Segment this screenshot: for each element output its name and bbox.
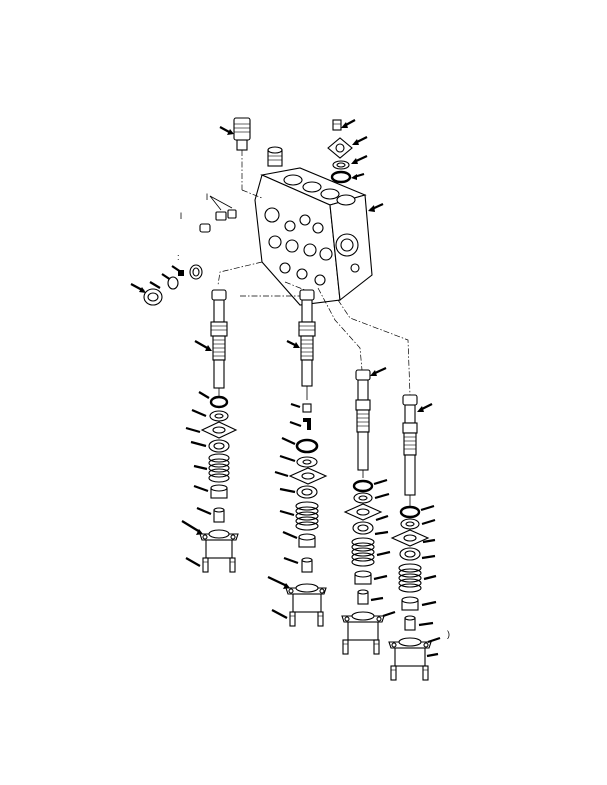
callout-arrow	[289, 420, 302, 428]
callout-arrow	[267, 576, 288, 587]
spool-2-clip	[303, 418, 311, 430]
spool-2-washer	[296, 456, 318, 468]
plug-oring	[178, 270, 184, 276]
relief-valve	[233, 117, 263, 199]
spool-3-cap	[341, 611, 385, 641]
plug-washer	[167, 276, 179, 290]
callout-arrow	[370, 596, 384, 602]
callout-arrow	[373, 574, 388, 581]
spool-4-retainer	[399, 547, 421, 561]
spool-4-plate	[390, 529, 430, 547]
spool-2-retainer	[296, 485, 318, 499]
spool-2	[298, 289, 316, 400]
callout-mark: :	[177, 252, 180, 262]
spool-1-seal	[209, 395, 229, 409]
callout-arrow	[193, 464, 208, 471]
callout-arrow	[198, 391, 210, 399]
callout-arrow	[281, 437, 296, 445]
spool-1-plate	[200, 421, 238, 439]
callout-arrow	[190, 440, 207, 448]
check-valve-plug	[199, 223, 211, 233]
callout-arrow	[271, 609, 288, 619]
spool-3	[355, 369, 371, 478]
spool-3-retainer	[352, 521, 374, 535]
callout-arrow	[185, 557, 201, 567]
cover-oring	[332, 160, 350, 170]
callout-arrow	[374, 492, 390, 500]
valve-body	[254, 167, 373, 306]
cover-plate	[327, 137, 353, 159]
spool-4	[402, 394, 418, 506]
callout-mark: )	[447, 629, 450, 639]
spool-2-spacer	[298, 533, 316, 548]
check-valve-fittings	[209, 195, 237, 221]
callout-arrow	[373, 478, 388, 486]
spool-2-seal	[295, 438, 319, 454]
spool-1-cap-screws	[202, 557, 236, 573]
callout-arrow	[282, 530, 298, 540]
callout-arrow	[426, 652, 439, 658]
callout-arrow	[418, 621, 434, 627]
spool-4-spring	[398, 563, 422, 593]
spool-1-spacer	[210, 484, 228, 499]
callout-arrow	[382, 610, 396, 618]
spool-3-spring	[351, 537, 375, 567]
spool-2-pin	[302, 403, 312, 413]
cover-seal	[330, 170, 352, 184]
spool-3-seal	[352, 479, 374, 493]
callout-arrow	[421, 600, 437, 607]
callout-arrow	[149, 281, 161, 289]
spool-2-plate	[288, 467, 328, 485]
spool-1-bolt	[213, 507, 225, 523]
callout-arrow	[290, 402, 301, 409]
spool-2-cap	[285, 583, 327, 613]
callout-arrow	[283, 556, 299, 565]
spool-1	[210, 289, 228, 396]
callout-arrow	[427, 636, 441, 644]
callout-mark: l	[180, 211, 182, 221]
callout-arrow	[421, 554, 436, 560]
spool-4-seal	[399, 505, 421, 519]
spool-4-cap	[388, 637, 432, 667]
callout-arrow	[422, 538, 436, 544]
callout-arrow	[279, 487, 296, 494]
spool-3-spacer	[354, 570, 372, 585]
callout-arrow	[181, 520, 201, 533]
callout-arrow	[185, 426, 201, 434]
callout-arrow	[375, 514, 389, 522]
callout-arrow	[279, 454, 296, 463]
callout-arrow	[196, 506, 212, 516]
callout-mark: l	[206, 192, 208, 202]
spool-1-washer	[209, 410, 229, 422]
callout-arrow	[191, 408, 207, 418]
inlet-fitting	[267, 146, 283, 167]
spool-4-cap-screws	[390, 665, 429, 681]
callout-arrow	[274, 470, 289, 478]
spool-3-washer	[353, 492, 373, 504]
callout-arrow	[193, 484, 209, 493]
callout-arrow	[420, 504, 435, 512]
spool-4-spacer	[401, 596, 419, 611]
spool-1-cap	[199, 529, 239, 559]
plug-cap	[143, 288, 163, 306]
callout-arrow	[374, 530, 389, 536]
spool-4-washer	[400, 518, 420, 530]
spool-1-retainer	[208, 439, 230, 453]
spool-3-cap-screws	[342, 639, 380, 655]
spool-3-plate	[343, 503, 383, 521]
spool-2-cap-screws	[289, 611, 324, 627]
callout-arrow	[376, 550, 391, 557]
callout-arrow	[423, 574, 437, 581]
spool-1-spring	[208, 453, 230, 483]
plug-assembly	[189, 264, 203, 280]
spool-4-bolt	[404, 615, 416, 631]
spool-2-bolt	[301, 557, 313, 573]
callout-arrow	[171, 265, 182, 273]
callout-arrow	[279, 509, 295, 517]
cover-screw	[332, 119, 342, 131]
spool-3-bolt	[357, 589, 369, 605]
spool-2-spring	[295, 501, 319, 531]
callout-arrow	[421, 518, 436, 526]
